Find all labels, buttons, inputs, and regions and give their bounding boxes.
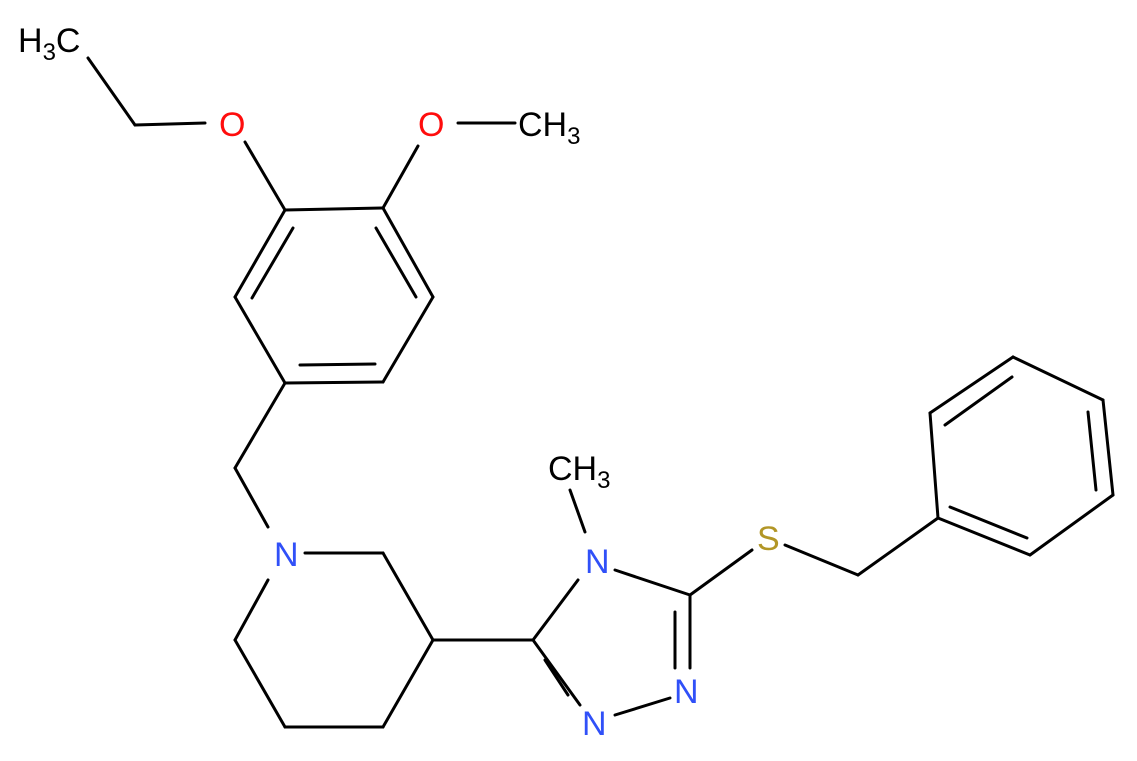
atom-labels: H3C O O CH3 N CH3 N N N S [18,22,780,743]
atom-n-methyl-ch3: CH3 [548,450,610,494]
atom-ethyl-ch3: H3C [18,22,80,66]
atom-triazole-n2: N [674,673,699,711]
bonds [86,56,1115,729]
atom-sulfur: S [757,520,780,558]
atom-ethoxy-oxygen: O [219,106,245,144]
atom-triazole-n1: N [582,705,607,743]
atom-piperidine-nitrogen: N [274,536,299,574]
atom-methoxy-oxygen: O [418,106,444,144]
atom-methoxy-ch3: CH3 [518,106,580,150]
atom-triazole-n4: N [585,543,610,581]
